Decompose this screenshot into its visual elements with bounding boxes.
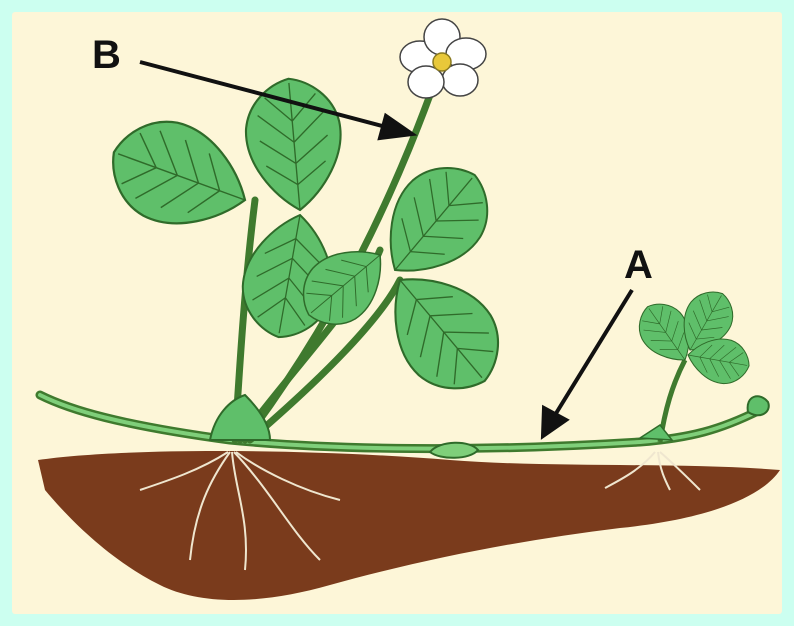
label-a: A <box>624 243 653 287</box>
arrow-a <box>543 290 632 436</box>
crown <box>210 395 270 440</box>
runner-bud <box>748 396 769 415</box>
flower <box>400 19 486 98</box>
main-leaves <box>97 75 521 412</box>
label-b: B <box>92 33 121 77</box>
soil <box>38 451 780 600</box>
